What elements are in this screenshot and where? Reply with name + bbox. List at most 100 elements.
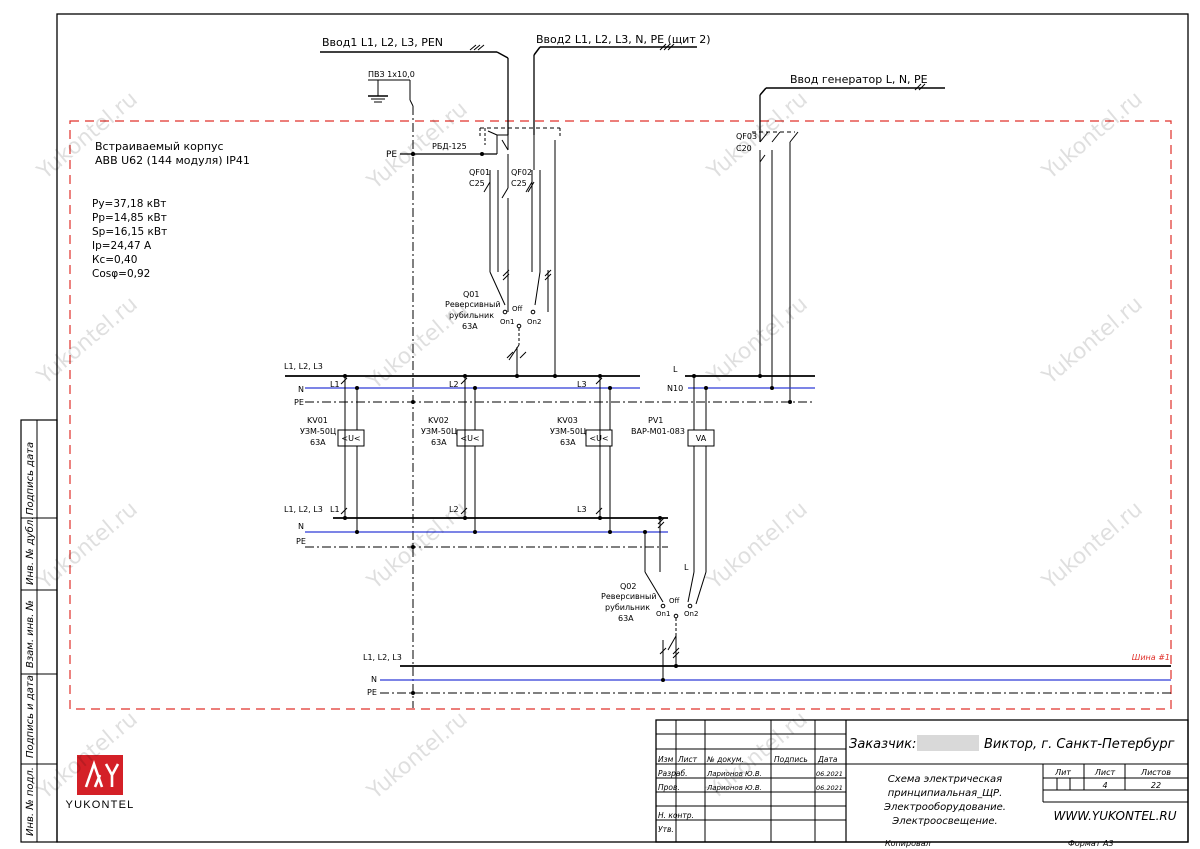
website: WWW.YUKONTEL.RU (1053, 809, 1176, 823)
checker-name: Ларионов Ю.В. (706, 784, 762, 792)
qf01-qf02-breakers: QF01 C25 QF02 C25 (469, 127, 561, 281)
sidebar-signature-date: Подпись дата (25, 442, 36, 515)
customer-label: Заказчик: (849, 737, 916, 752)
kv03-symbol: <U< (589, 434, 608, 443)
kv02-symbol: <U< (460, 434, 479, 443)
bus2-n-label: N (298, 522, 304, 531)
param-pr: Pр=14,85 кВт (92, 212, 167, 224)
watermark: Yukontel.ru (362, 497, 473, 596)
enclosure-line2: ABB U62 (144 модуля) IP41 (95, 154, 250, 167)
pv1-model: ВАР-М01-083 (631, 427, 685, 436)
param-kc: Кс=0,40 (92, 254, 137, 266)
busbar-label: Шина #1 (1132, 653, 1170, 662)
row-checker: Пров. (658, 783, 680, 792)
qf02-name: QF02 (511, 168, 532, 177)
pv1-box (687, 429, 715, 447)
sheet-number: 4 (1102, 781, 1107, 790)
sidebar-signature-and-date: Подпись и дата (25, 675, 36, 758)
row-developer: Разраб. (658, 769, 687, 778)
watermark: Yukontel.ru (32, 292, 143, 391)
doc-title-3: Электрооборудование. (883, 801, 1006, 813)
upper-busbars: L1, L2, L3 N PE L N10 (284, 362, 815, 407)
input1-label: Ввод1 L1, L2, L3, PEN (322, 36, 443, 49)
col-list: Лист (677, 755, 698, 764)
pv1-symbol: VA (696, 434, 707, 443)
watermark: Yukontel.ru (702, 497, 813, 596)
q02-name: Q02 (620, 582, 636, 591)
bus2-l123-label: L1, L2, L3 (284, 505, 323, 514)
sheets-total: 22 (1151, 781, 1161, 790)
bus3-n-label: N (371, 675, 377, 684)
kv01-symbol: <U< (341, 434, 360, 443)
q01-reversing-switch: Q01 Реверсивный рубильник 63А Off On1 On… (445, 140, 556, 376)
q01-line2: рубильник (449, 311, 494, 320)
param-pu: Pу=37,18 кВт (92, 198, 166, 210)
redacted-name (917, 735, 979, 751)
company-logo: YUKONTEL (66, 755, 135, 811)
format-label: Формат А3 (1068, 839, 1114, 848)
qf03-name: QF03 (736, 132, 757, 141)
q02-rating: 63А (618, 614, 634, 623)
generator-input-label: Ввод генератор L, N, PE (790, 73, 928, 86)
date-developer: 06.2021 (816, 770, 843, 778)
kv01-model: УЗМ-50Ц (300, 427, 336, 436)
middle-busbars: L1, L2, L3 N PE (284, 505, 668, 549)
ground-conductor: ПВЗ 1х10,0 PE (368, 70, 497, 708)
kv01-name: KV01 (307, 416, 328, 425)
q01-name: Q01 (463, 290, 479, 299)
watermark: Yukontel.ru (32, 497, 143, 596)
param-sr: Sр=16,15 кВт (92, 226, 167, 238)
q01-line1: Реверсивный (445, 300, 501, 309)
watermark: Yukontel.ru (362, 707, 473, 806)
sheet-frame (56, 13, 1189, 843)
rbd-switch: РБД-125 (432, 128, 509, 188)
kv02-phase-bottom: L2 (449, 505, 459, 514)
kv02-box (456, 429, 484, 447)
title-block: Заказчик: Виктор, г. Санкт-Петербург Изм… (655, 719, 1189, 848)
watermark: Yukontel.ru (32, 87, 143, 186)
sidebar-orig-inv: Инв. № подл. (25, 767, 36, 836)
q01-rating: 63А (462, 322, 478, 331)
qf03-rating: C20 (736, 144, 752, 153)
kv03-rating: 63А (560, 438, 576, 447)
q01-off: Off (512, 305, 523, 313)
doc-title-2: принципиальная_ЩР. (888, 788, 1003, 799)
row-norm-control: Н. контр. (658, 811, 694, 820)
load-parameters: Pу=37,18 кВт Pр=14,85 кВт Sр=16,15 кВт I… (92, 198, 167, 280)
kv02-rating: 63А (431, 438, 447, 447)
logo-mark-icon (84, 760, 120, 788)
q02-off: Off (669, 597, 680, 605)
developer-name: Ларионов Ю.В. (706, 770, 762, 778)
bus3-l123-label: L1, L2, L3 (363, 653, 402, 662)
pv1-meter: VA PV1 ВАР-М01-083 L (631, 376, 715, 572)
kv01-box (337, 429, 365, 447)
doc-title-4: Электроосвещение. (891, 816, 997, 827)
gen-bus-l-label: L (673, 365, 678, 374)
copied-label: Копировал (885, 839, 931, 848)
col-doc: № докум. (706, 755, 744, 764)
q02-line2: рубильник (605, 603, 650, 612)
bus2-pe-label: PE (296, 537, 306, 546)
kv02-model: УЗМ-50Ц (421, 427, 457, 436)
kv03-phase-bottom: L3 (577, 505, 587, 514)
logo-text: YUKONTEL (66, 799, 135, 811)
watermark: Yukontel.ru (1037, 497, 1148, 596)
param-cos: Cosφ=0,92 (92, 268, 150, 280)
col-date: Дата (817, 755, 838, 764)
input2-label: Ввод2 L1, L2, L3, N, PE (щит 2) (536, 33, 711, 46)
col-izm: Изм (658, 755, 674, 764)
gen-bus-n10-label: N10 (667, 384, 683, 393)
kv03-phase-top: L3 (577, 380, 587, 389)
enclosure-boundary (69, 120, 1172, 710)
q02-reversing-switch: Q02 Реверсивный рубильник 63А Off On1 On… (601, 518, 707, 680)
kv03-box (585, 429, 613, 447)
sheet-label: Лист (1094, 768, 1116, 777)
q01-on1: On1 (500, 318, 514, 326)
bus3-pe-label: PE (367, 688, 377, 697)
lit-label: Лит (1054, 768, 1071, 777)
row-approved: Утв. (658, 825, 674, 834)
pv1-l-label: L (684, 563, 689, 572)
bus1-pe-label: PE (294, 398, 304, 407)
kv03-name: KV03 (557, 416, 578, 425)
